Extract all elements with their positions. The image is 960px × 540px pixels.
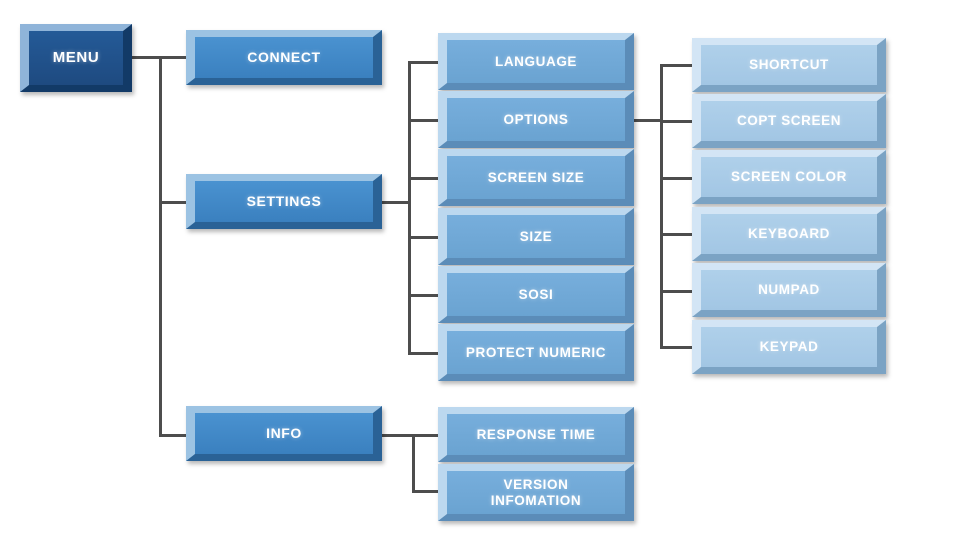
connector-options-stub: [632, 119, 663, 122]
node-response-time-label: RESPONSE TIME: [476, 426, 596, 442]
connector-options-to-shortcut: [660, 64, 695, 67]
node-info-label: INFO: [266, 424, 302, 441]
connector-info-stub: [378, 434, 414, 437]
connector-options-trunk: [660, 64, 663, 347]
node-sosi[interactable]: SOSI: [438, 266, 634, 323]
node-keyboard[interactable]: KEYBOARD: [692, 207, 886, 261]
connector-options-to-keypad: [660, 346, 695, 349]
connector-settings-stub: [378, 201, 411, 204]
node-options[interactable]: OPTIONS: [438, 91, 634, 148]
connector-settings-to-options: [408, 119, 441, 122]
connector-options-to-copt-screen: [660, 120, 695, 123]
connector-options-to-screen-color: [660, 177, 695, 180]
connector-menu-to-connect: [159, 56, 188, 59]
node-connect[interactable]: CONNECT: [186, 30, 382, 85]
connector-settings-trunk: [408, 61, 411, 354]
node-version-infomation-label-line2: INFOMATION: [490, 492, 582, 508]
node-menu-label: MENU: [52, 48, 100, 66]
node-options-label: OPTIONS: [503, 111, 569, 127]
connector-menu-trunk: [159, 56, 162, 437]
node-version-infomation-label: VERSION INFOMATION: [485, 477, 588, 507]
node-copt-screen[interactable]: COPT SCREEN: [692, 94, 886, 148]
connector-menu-stub: [128, 56, 162, 59]
node-version-infomation[interactable]: VERSION INFOMATION: [438, 464, 634, 521]
connector-settings-to-sosi: [408, 294, 441, 297]
connector-info-trunk: [412, 434, 415, 493]
node-settings[interactable]: SETTINGS: [186, 174, 382, 229]
node-numpad[interactable]: NUMPAD: [692, 263, 886, 317]
node-keyboard-label: KEYBOARD: [747, 226, 831, 242]
connector-menu-to-settings: [159, 201, 188, 204]
node-screen-color-label: SCREEN COLOR: [731, 169, 847, 185]
node-menu[interactable]: MENU: [20, 24, 132, 92]
connector-options-to-keyboard: [660, 233, 695, 236]
node-keypad[interactable]: KEYPAD: [692, 320, 886, 374]
connector-options-to-numpad: [660, 290, 695, 293]
node-version-infomation-label-line1: VERSION: [503, 477, 569, 493]
node-numpad-label: NUMPAD: [758, 282, 820, 298]
node-size-label: SIZE: [519, 228, 553, 244]
node-response-time[interactable]: RESPONSE TIME: [438, 407, 634, 462]
connector-menu-to-info: [159, 434, 188, 437]
node-size[interactable]: SIZE: [438, 208, 634, 265]
node-connect-label: CONNECT: [247, 48, 321, 65]
node-shortcut-label: SHORTCUT: [749, 57, 829, 73]
connector-settings-to-language: [408, 61, 441, 64]
connector-settings-to-size: [408, 236, 441, 239]
connector-settings-to-protect-numeric: [408, 352, 441, 355]
node-screen-color[interactable]: SCREEN COLOR: [692, 150, 886, 204]
node-screen-size-label: SCREEN SIZE: [487, 169, 585, 185]
node-copt-screen-label: COPT SCREEN: [736, 113, 842, 129]
node-sosi-label: SOSI: [518, 286, 554, 302]
node-settings-label: SETTINGS: [246, 192, 322, 209]
node-keypad-label: KEYPAD: [759, 339, 819, 355]
node-language-label: LANGUAGE: [494, 53, 578, 69]
node-protect-numeric[interactable]: PROTECT NUMERIC: [438, 324, 634, 381]
connector-info-to-version-info: [412, 490, 442, 493]
node-language[interactable]: LANGUAGE: [438, 33, 634, 90]
connector-settings-to-screen-size: [408, 177, 441, 180]
node-screen-size[interactable]: SCREEN SIZE: [438, 149, 634, 206]
node-protect-numeric-label: PROTECT NUMERIC: [465, 344, 607, 360]
node-info[interactable]: INFO: [186, 406, 382, 461]
node-shortcut[interactable]: SHORTCUT: [692, 38, 886, 92]
connector-info-to-response-time: [412, 434, 442, 437]
